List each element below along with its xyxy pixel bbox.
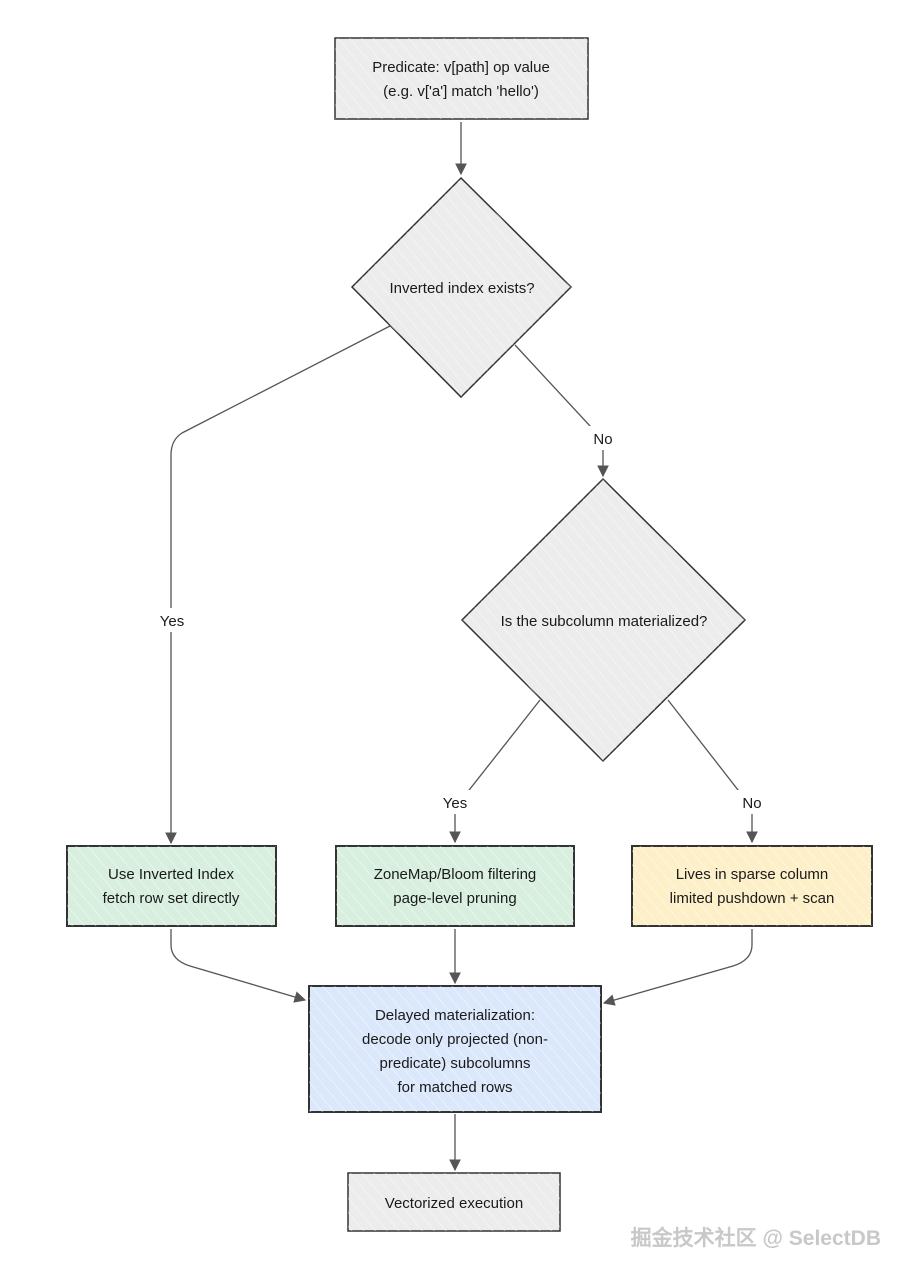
inverted-index-node-line1: Use Inverted Index xyxy=(108,866,234,883)
connector-index-to-materialization xyxy=(170,929,307,1003)
materialization-line3: predicate) subcolumns xyxy=(380,1055,531,1072)
connector-sparse-to-materialization xyxy=(602,929,753,1006)
zonemap-node: ZoneMap/Bloom filtering page-level pruni… xyxy=(335,845,575,927)
inverted-index-node: Use Inverted Index fetch row set directl… xyxy=(66,845,277,927)
vectorized-execution-node: Vectorized execution xyxy=(347,1172,561,1232)
materialization-line2: decode only projected (non- xyxy=(362,1031,548,1048)
connector-subcolumn-no xyxy=(667,699,758,844)
materialization-line1: Delayed materialization: xyxy=(375,1007,535,1024)
predicate-node-line1: Predicate: v[path] op value xyxy=(372,59,550,76)
zonemap-node-line1: ZoneMap/Bloom filtering xyxy=(374,866,537,883)
edge-label-subcolumn-yes: Yes xyxy=(443,795,467,812)
predicate-node: Predicate: v[path] op value (e.g. v['a']… xyxy=(334,37,589,120)
watermark: 掘金技术社区 @ SelectDB xyxy=(631,1226,881,1250)
sparse-column-node-line2: limited pushdown + scan xyxy=(670,890,835,907)
materialization-line4: for matched rows xyxy=(397,1079,512,1096)
decision-inverted-index: Inverted index exists? xyxy=(350,176,573,399)
zonemap-node-line2: page-level pruning xyxy=(393,890,516,907)
sparse-column-node-line1: Lives in sparse column xyxy=(676,866,829,883)
edge-label-subcolumn-no: No xyxy=(742,795,761,812)
decision-subcolumn-materialized: Is the subcolumn materialized? xyxy=(460,477,747,763)
delayed-materialization-node: Delayed materialization: decode only pro… xyxy=(308,985,602,1113)
edge-labels: Yes No Yes No xyxy=(153,426,769,814)
predicate-node-line2: (e.g. v['a'] match 'hello') xyxy=(383,83,539,100)
decision-inverted-index-label: Inverted index exists? xyxy=(389,280,534,297)
connector-subcolumn-yes xyxy=(449,699,541,844)
sparse-column-node: Lives in sparse column limited pushdown … xyxy=(631,845,873,927)
vectorized-execution-label: Vectorized execution xyxy=(385,1195,523,1212)
edge-label-index-no: No xyxy=(593,431,612,448)
connector-index-no xyxy=(514,344,609,478)
connector-index-yes xyxy=(165,325,391,845)
edge-label-index-yes: Yes xyxy=(160,613,184,630)
decision-subcolumn-label: Is the subcolumn materialized? xyxy=(501,613,708,630)
inverted-index-node-line2: fetch row set directly xyxy=(103,890,240,907)
